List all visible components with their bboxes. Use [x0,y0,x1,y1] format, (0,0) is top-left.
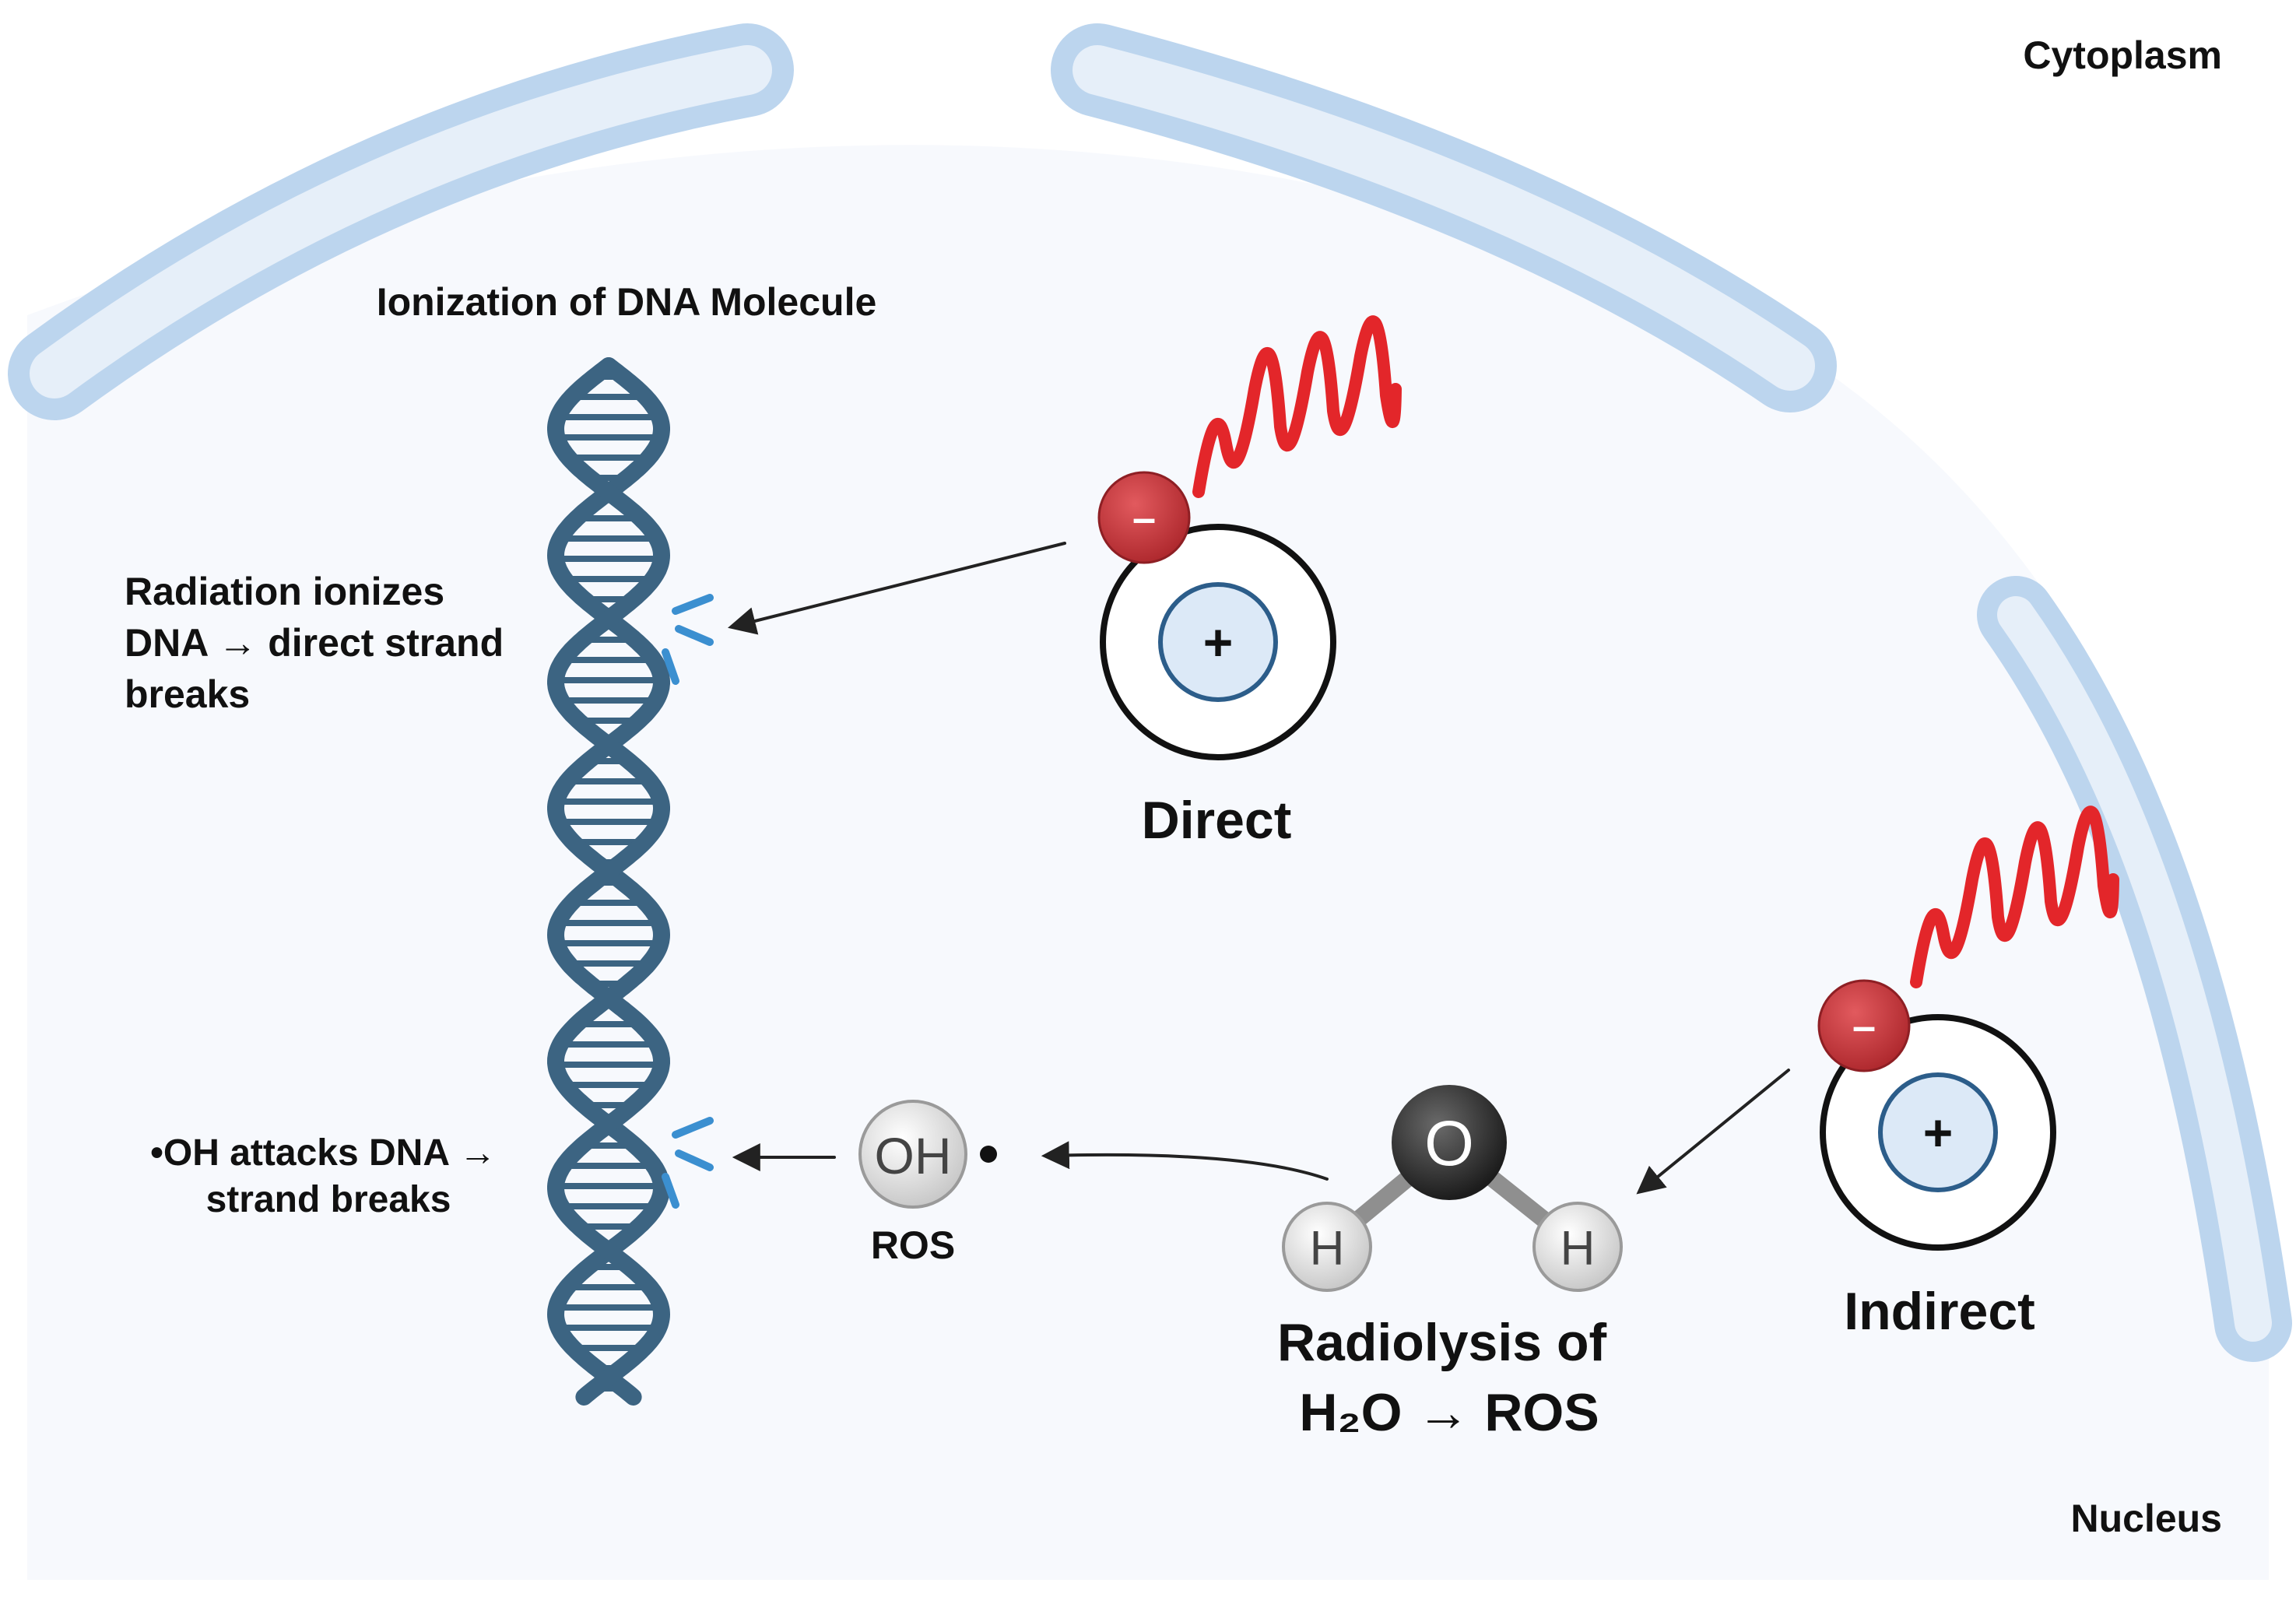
nucleus-region [27,145,2269,1580]
radiolysis-line-1: Radiolysis of [1277,1313,1607,1372]
hydroxyl-symbol: OH [875,1127,952,1185]
atom-nucleus-indirect [1878,1072,1998,1192]
hydrogen-symbol-right: H [1561,1222,1596,1276]
oh-attack-note: •OH attacks DNA → strand breaks [150,1132,507,1220]
arrow-water-to-ros [1041,1141,1329,1181]
strand-break-marks-lower [662,1117,714,1209]
minus-sign-direct: – [1132,495,1156,542]
nucleus-label: Nucleus [2070,1497,2222,1540]
water-molecule: H H O [1282,1085,1623,1292]
hydroxyl-radical: OH [858,1100,997,1209]
electron-indirect [1817,979,1911,1072]
oxygen-symbol: O [1424,1108,1474,1179]
electron-direct [1097,471,1191,564]
nuclear-envelope [8,23,2292,1362]
direct-atom: + – [1097,315,1402,760]
radiolysis-label: Radiolysis of H₂O → ROS [1277,1313,1621,1442]
arrow-direct-to-dna [728,542,1066,635]
strand-break-marks-upper [662,594,714,685]
oh-note-line-2: strand breaks [206,1179,451,1220]
arrow-indirect-to-water [1636,1069,1790,1195]
direct-label: Direct [1142,791,1292,850]
radiolysis-line-2: H₂O → ROS [1299,1383,1599,1442]
direct-note-line-3: breaks [125,672,250,716]
direct-note-line-2: DNA → direct strand [125,621,504,665]
radiation-wave-direct [1192,315,1402,498]
oh-note-line-1: •OH attacks DNA → [150,1132,496,1174]
indirect-label: Indirect [1844,1282,2035,1341]
dna-double-helix [546,357,671,1406]
dna-strand-2 [546,357,671,1406]
hydrogen-symbol-left: H [1310,1222,1345,1276]
plus-sign-direct: + [1203,613,1234,671]
atom-nucleus-direct [1158,582,1278,702]
indirect-atom: + – [1817,806,2119,1251]
minus-sign-indirect: – [1852,1003,1876,1050]
hydrogen-atom-left [1282,1202,1372,1292]
direct-damage-note: Radiation ionizes DNA → direct strand br… [125,570,514,716]
radical-dot [980,1146,997,1163]
radiation-wave-indirect [1910,806,2119,988]
cytoplasm-label: Cytoplasm [2023,33,2222,77]
hydroxyl-sphere [858,1100,967,1209]
dna-title: Ionization of DNA Molecule [377,280,877,324]
arrows [728,542,1790,1195]
ros-label: ROS [871,1223,955,1267]
hydrogen-atom-right [1532,1202,1623,1292]
dna-strand-1 [546,357,671,1406]
plus-sign-indirect: + [1923,1104,1954,1161]
direct-note-line-1: Radiation ionizes [125,570,444,613]
oxygen-atom [1392,1085,1507,1200]
